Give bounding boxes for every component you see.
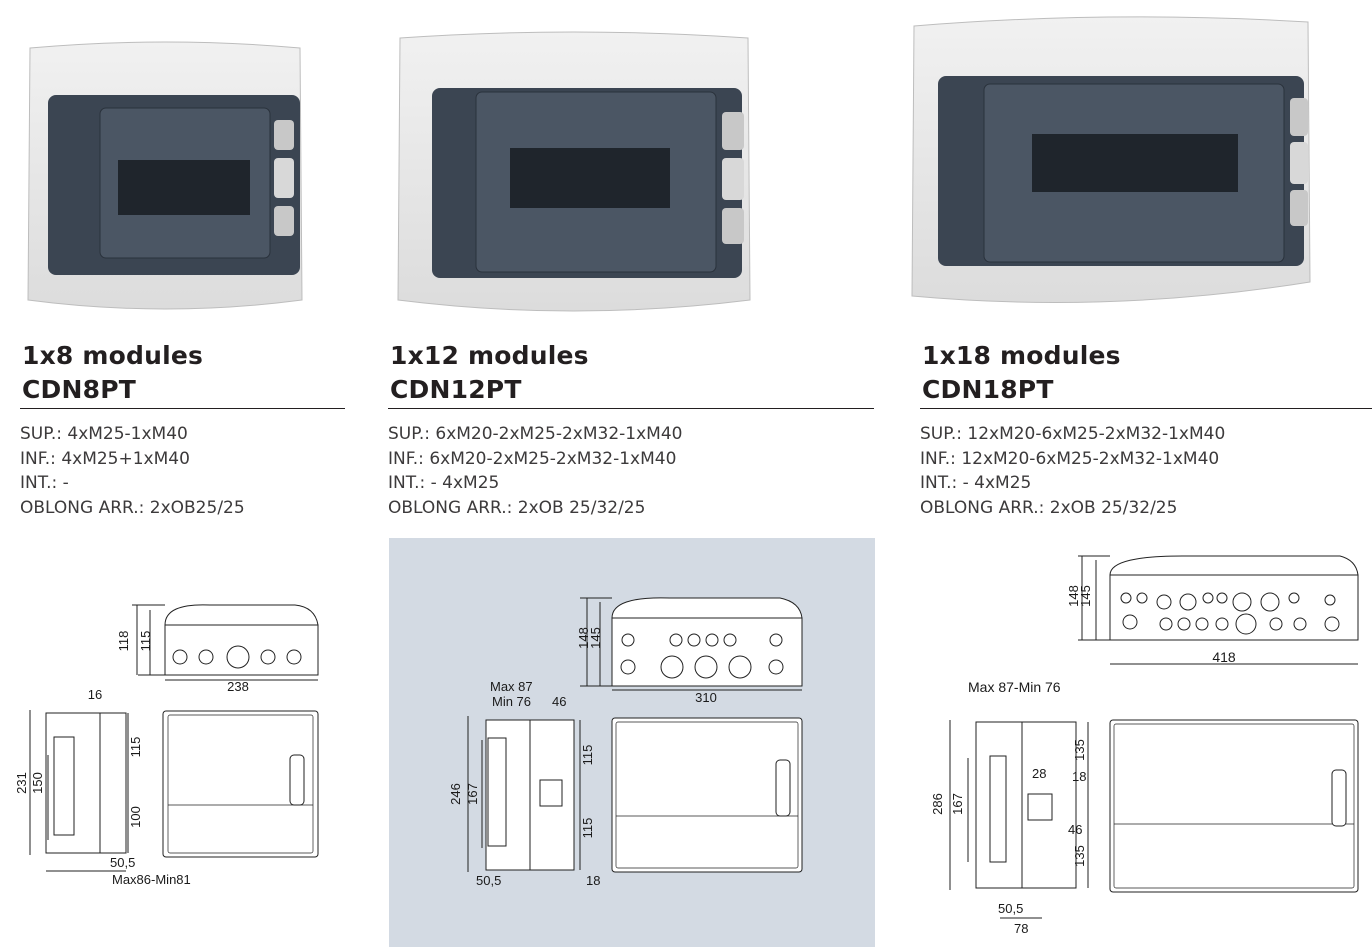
dim-depth: 50,5 [110, 855, 135, 870]
product-title: 1x8 modules [22, 341, 204, 370]
spec-int: INT.: - [20, 473, 69, 493]
dim-max: Max 87 [490, 679, 533, 694]
spec-oblong: OBLONG ARR.: 2xOB 25/32/25 [920, 497, 1178, 518]
dim-h-inner: 145 [588, 627, 603, 649]
spec-inf: INF.: 6xM20-2xM25-2xM32-1xM40 [388, 448, 677, 469]
product-title: 1x18 modules [922, 341, 1121, 370]
spec-inf: INF.: 12xM20-6xM25-2xM32-1xM40 [920, 448, 1220, 469]
title-divider [20, 408, 345, 409]
spec-inf: INF.: 4xM25+1xM40 [20, 448, 190, 469]
dim-18: 18 [1072, 769, 1086, 784]
dim-min: Min 76 [492, 694, 531, 709]
title-divider [388, 408, 874, 409]
dim-side-h: 286 [930, 793, 945, 815]
product-code: CDN12PT [390, 375, 522, 404]
technical-drawing-cdn18pt: 148 145 418 Max 87-Min 76 286 167 135 28… [930, 555, 1359, 936]
technical-drawing-cdn8pt: 118 115 238 16 231 150 115 100 50,5 Max8… [14, 604, 319, 887]
dim-28: 28 [1032, 766, 1046, 781]
specs-list: SUP.: 4xM25-1xM40 INF.: 4xM25+1xM40 INT.… [20, 422, 245, 520]
dim-width: 418 [1212, 649, 1236, 665]
dim-side-h2: 167 [465, 783, 480, 805]
dim-lower: 135 [1072, 845, 1087, 867]
dim-side-h: 246 [448, 783, 463, 805]
dim-46: 46 [1068, 822, 1082, 837]
dim-h-total: 118 [116, 631, 131, 652]
dim-side-h2: 150 [30, 772, 45, 794]
spec-int: INT.: - 4xM25 [388, 473, 500, 493]
dim-lower: 115 [580, 818, 595, 839]
dim-h-total: 148 [1066, 585, 1081, 607]
spec-sup: SUP.: 12xM20-6xM25-2xM32-1xM40 [920, 424, 1226, 444]
enclosure-photo-cdn12pt [397, 31, 751, 312]
enclosure-photo-cdn8pt [27, 41, 303, 310]
dim-depth: 50,5 [476, 873, 501, 888]
product-code: CDN18PT [922, 375, 1054, 404]
dim-h-inner: 115 [138, 631, 153, 652]
dim-lower: 100 [128, 806, 143, 828]
specs-list: SUP.: 12xM20-6xM25-2xM32-1xM40 INF.: 12x… [920, 422, 1225, 520]
spec-sup: SUP.: 4xM25-1xM40 [20, 424, 188, 444]
dim-width: 238 [227, 679, 249, 694]
dim-side-h2: 167 [950, 793, 965, 815]
dim-maxmin: Max86-Min81 [112, 872, 191, 887]
dim-depth: 50,5 [998, 901, 1023, 916]
spec-int: INT.: - 4xM25 [920, 473, 1032, 493]
product-code: CDN8PT [22, 375, 136, 404]
spec-oblong: OBLONG ARR.: 2xOB 25/32/25 [388, 497, 646, 518]
dim-side-h: 231 [14, 772, 29, 794]
spec-oblong: OBLONG ARR.: 2xOB25/25 [20, 497, 245, 518]
technical-drawing-cdn12pt: 148 145 310 Max 87 Min 76 46 246 167 115… [448, 597, 803, 888]
product-title: 1x12 modules [390, 341, 589, 370]
dim-h-inner: 145 [1078, 585, 1093, 607]
specs-list: SUP.: 6xM20-2xM25-2xM32-1xM40 INF.: 6xM2… [388, 422, 682, 520]
enclosure-photo-cdn18pt [911, 16, 1311, 303]
dim-upper: 135 [1072, 739, 1087, 761]
dim-bottom: 18 [586, 873, 600, 888]
title-divider [920, 408, 1372, 409]
dim-upper: 115 [128, 737, 143, 758]
dim-maxmin: Max 87-Min 76 [968, 679, 1061, 695]
dim-bottom: 78 [1014, 921, 1028, 936]
dim-h-total: 148 [576, 627, 591, 649]
dim-width: 310 [695, 690, 717, 705]
spec-sup: SUP.: 6xM20-2xM25-2xM32-1xM40 [388, 424, 683, 444]
dim-upper: 115 [580, 745, 595, 766]
dim-side-top: 16 [88, 687, 102, 702]
dim-top-w: 46 [552, 694, 566, 709]
